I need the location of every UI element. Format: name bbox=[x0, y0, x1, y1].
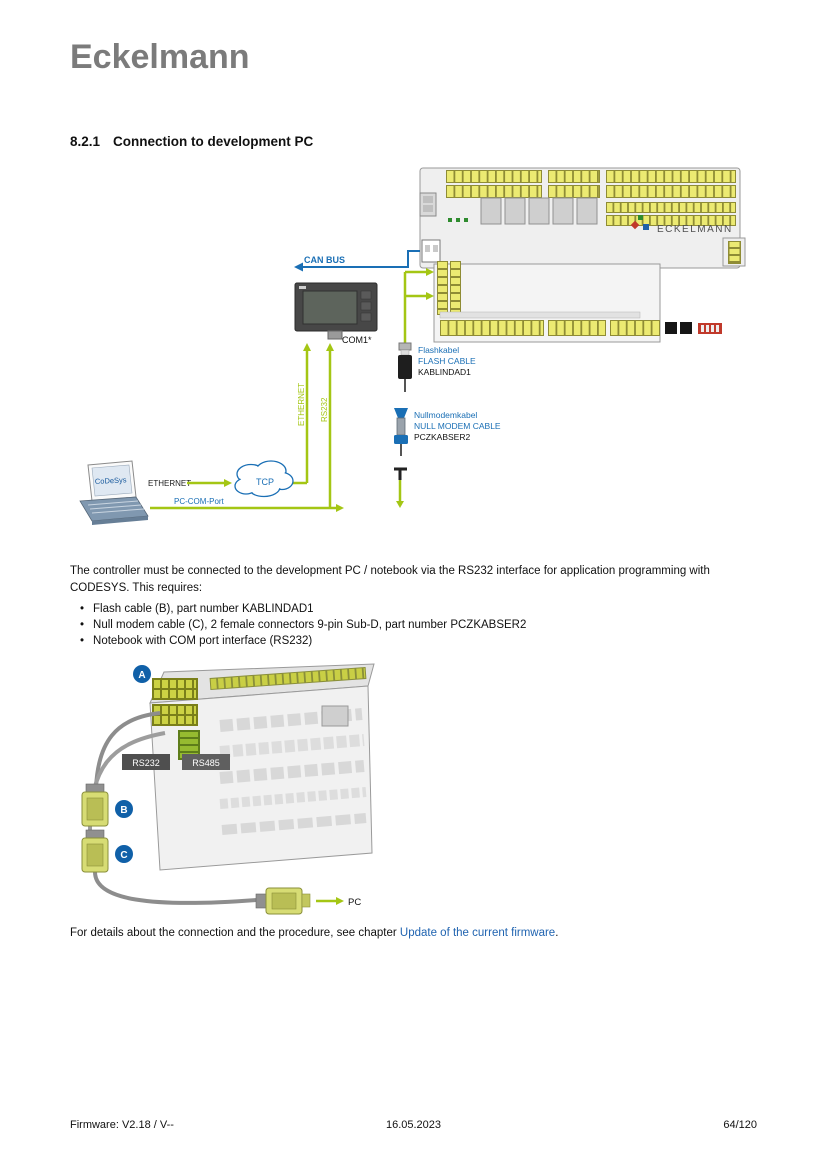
pc-com-port-arrow bbox=[150, 504, 344, 512]
list-item: Flash cable (B), part number KABLINDAD1 bbox=[80, 603, 770, 615]
controller-cabling-diagram: RS232 RS485 A B C bbox=[81, 663, 375, 915]
ethernet-riser-label: ETHERNET bbox=[297, 383, 306, 426]
board-side-connector bbox=[419, 192, 437, 217]
tcp-label: TCP bbox=[256, 477, 274, 487]
details-suffix: . bbox=[555, 927, 559, 939]
flash-cable-icon bbox=[398, 342, 412, 392]
laptop-icon: CoDeSys bbox=[79, 460, 149, 525]
badge-c: C bbox=[115, 845, 133, 863]
footer-firmware: Firmware: V2.18 / V-- bbox=[70, 1119, 174, 1131]
status-led-icons bbox=[448, 218, 468, 222]
terminal-strips-top bbox=[446, 170, 736, 226]
null-modem-name-de: Nullmodemkabel bbox=[414, 410, 477, 420]
pc-serial-connector bbox=[255, 887, 311, 915]
ethernet-link-label: ETHERNET bbox=[148, 479, 191, 488]
flash-cable-name-de: Flashkabel bbox=[418, 345, 459, 355]
section-heading: 8.2.1 Connection to development PC bbox=[70, 134, 313, 149]
null-modem-cable-icon bbox=[394, 408, 408, 456]
badge-a: A bbox=[133, 665, 151, 683]
com1-label: COM1* bbox=[342, 335, 372, 345]
serial-connector-c bbox=[81, 829, 109, 873]
footer-page-number: 64/120 bbox=[723, 1119, 757, 1131]
flash-cable-name-en: FLASH CABLE bbox=[418, 356, 476, 366]
page-footer: Firmware: V2.18 / V-- 16.05.2023 64/120 bbox=[70, 1119, 757, 1131]
terminal-strips-left bbox=[437, 261, 461, 315]
rs485-tag-text: RS485 bbox=[192, 758, 220, 768]
badge-c-text: C bbox=[120, 850, 127, 861]
badge-b: B bbox=[115, 800, 133, 818]
pc-arrow bbox=[316, 897, 344, 905]
board-link-arrows bbox=[403, 268, 434, 343]
rs232-tag-text: RS232 bbox=[132, 758, 160, 768]
flash-cable-part-number: KABLINDAD1 bbox=[418, 367, 471, 377]
null-modem-part-number: PCZKABSER2 bbox=[414, 432, 470, 442]
list-item-text: Notebook with COM port interface (RS232) bbox=[93, 635, 313, 647]
details-paragraph: For details about the connection and the… bbox=[70, 927, 780, 939]
serial-terminal-blocks bbox=[152, 678, 200, 760]
adapter-connector-icon bbox=[394, 467, 407, 508]
list-item: Notebook with COM port interface (RS232) bbox=[80, 635, 770, 647]
rs232-riser-label: RS232 bbox=[320, 397, 329, 422]
connection-overview-diagram: ECKELMANN bbox=[79, 167, 746, 525]
relay-blocks bbox=[480, 197, 598, 225]
pc-com-port-label: PC-COM-Port bbox=[174, 497, 225, 506]
requirements-list: Flash cable (B), part number KABLINDAD1 … bbox=[80, 603, 770, 651]
firmware-update-link[interactable]: Update of the current firmware bbox=[399, 927, 556, 939]
can-bus-label: CAN BUS bbox=[304, 255, 345, 265]
null-modem-cable-labels: Nullmodemkabel NULL MODEM CABLE PCZKABSE… bbox=[414, 410, 501, 442]
can-bus-arrow bbox=[294, 250, 420, 272]
null-modem-name-en: NULL MODEM CABLE bbox=[414, 421, 501, 431]
brand-logo: Eckelmann bbox=[70, 38, 250, 76]
rs232-tag: RS232 bbox=[122, 754, 170, 770]
list-item: Null modem cable (C), 2 female connector… bbox=[80, 619, 770, 631]
section-title: Connection to development PC bbox=[113, 134, 314, 149]
terminal-strips-bottom bbox=[439, 241, 741, 336]
intro-paragraph: The controller must be connected to the … bbox=[70, 565, 710, 594]
badge-b-text: B bbox=[120, 805, 127, 816]
ethernet-link-arrow bbox=[187, 479, 307, 487]
display-module bbox=[294, 282, 378, 340]
flash-cable-labels: Flashkabel FLASH CABLE KABLINDAD1 bbox=[418, 345, 476, 377]
front-panel-connector-rows bbox=[219, 708, 367, 835]
list-item-text: Flash cable (B), part number KABLINDAD1 bbox=[93, 603, 314, 615]
tcp-cloud-icon: TCP bbox=[234, 460, 294, 498]
rs485-tag: RS485 bbox=[182, 754, 230, 770]
details-prefix: For details about the connection and the… bbox=[70, 927, 400, 939]
controller-board: ECKELMANN bbox=[419, 167, 746, 343]
badge-a-text: A bbox=[138, 670, 145, 681]
ethernet-riser-arrow bbox=[303, 343, 311, 483]
serial-connector-b bbox=[81, 783, 109, 827]
footer-date: 16.05.2023 bbox=[385, 1119, 442, 1131]
pc-label: PC bbox=[348, 897, 361, 908]
board-brand-text: ECKELMANN bbox=[657, 224, 733, 235]
section-number: 8.2.1 bbox=[70, 134, 101, 149]
list-item-text: Null modem cable (C), 2 female connector… bbox=[93, 619, 527, 631]
codesys-label: CoDeSys bbox=[95, 475, 127, 486]
can-connector bbox=[421, 239, 441, 263]
rs232-riser-arrow bbox=[326, 343, 334, 508]
controller-unit bbox=[149, 663, 375, 871]
